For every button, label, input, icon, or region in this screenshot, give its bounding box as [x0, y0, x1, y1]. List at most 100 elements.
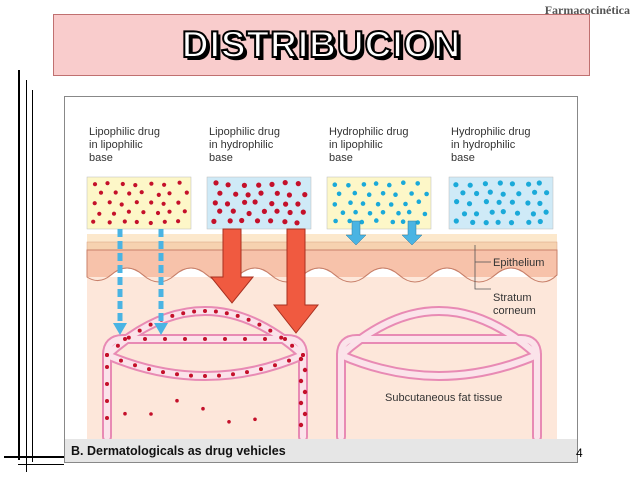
drug-dot — [352, 190, 358, 196]
vessel-dot — [217, 373, 221, 378]
drug-dot — [401, 180, 406, 185]
drug-dot — [453, 218, 459, 224]
vessel-dot — [105, 382, 109, 386]
drug-dot — [359, 219, 365, 225]
vessel-dot — [147, 367, 151, 372]
drug-dot — [105, 181, 110, 186]
drug-dot — [406, 209, 412, 215]
drug-dot — [403, 201, 408, 207]
drug-dot — [119, 202, 124, 207]
left-border-line — [18, 70, 20, 460]
drug-dot — [483, 199, 489, 205]
drug-dot — [415, 220, 421, 225]
drug-dot — [537, 200, 543, 206]
drug-dot — [474, 190, 480, 197]
vessel-dot — [213, 309, 218, 314]
drug-dot — [211, 218, 217, 224]
drug-dot — [416, 199, 422, 204]
drug-dot — [241, 182, 247, 188]
drug-dot — [500, 191, 506, 197]
vessel-dot — [298, 400, 304, 406]
vessel-dot — [123, 411, 127, 416]
drug-dot — [184, 190, 189, 195]
drug-dot — [97, 211, 102, 216]
vessel-drug-dots — [105, 309, 308, 428]
drug-dot — [537, 218, 543, 225]
drug-dot — [530, 211, 536, 217]
slide-title: DISTRIBUCION — [181, 23, 462, 66]
drug-dot — [544, 190, 550, 196]
drug-dot — [162, 219, 167, 224]
vehicle-4-line3: base — [451, 152, 475, 164]
drug-dot — [483, 220, 489, 226]
drug-dot — [111, 211, 117, 216]
header-title: Farmacocinética — [544, 3, 630, 17]
vehicle-3-line1: Hydrophilic drug — [329, 126, 408, 138]
figure-caption: B. Dermatologicals as drug vehicles — [71, 444, 286, 458]
left-border-line-2 — [26, 80, 27, 472]
drug-dot — [393, 192, 398, 197]
vessel-dot — [183, 337, 187, 341]
drug-dot — [294, 220, 300, 226]
drug-dot — [286, 192, 292, 198]
vessel-dot — [203, 309, 207, 313]
drug-dot — [148, 220, 153, 226]
stratum-label-1: Stratum — [493, 292, 532, 304]
drug-dot — [122, 219, 127, 224]
drug-dot — [98, 190, 104, 195]
blue-arrow-1 — [345, 220, 367, 246]
drug-dot — [487, 189, 493, 195]
drug-dot — [508, 220, 515, 226]
drug-dot — [256, 182, 262, 188]
drug-dot — [134, 200, 139, 205]
vessel-dot — [298, 422, 304, 428]
drug-dot — [126, 209, 131, 214]
drug-dot — [424, 191, 429, 197]
vessel-dot — [189, 373, 193, 378]
vessel-dot — [115, 343, 120, 348]
drug-dot — [346, 183, 351, 188]
vessel-dot — [192, 309, 197, 314]
red-arrow-2 — [272, 228, 320, 334]
page-number: 4 — [576, 446, 583, 460]
vessel-dot — [133, 363, 137, 368]
drug-dot — [387, 182, 392, 188]
vessel-dot — [201, 406, 205, 411]
drug-dot — [107, 220, 112, 225]
drug-dot — [155, 210, 161, 216]
vessel-dot — [137, 328, 142, 333]
drug-dot — [454, 199, 460, 205]
fat-label: Subcutaneous fat tissue — [385, 392, 502, 404]
drug-dot — [217, 190, 223, 196]
drug-dot — [360, 201, 366, 206]
drug-dot — [532, 189, 538, 195]
drug-dot — [380, 210, 386, 215]
vessel-dot — [105, 399, 109, 403]
left-border-line-3 — [32, 90, 33, 462]
drug-dot — [482, 181, 488, 187]
vehicle-1-line2: in lipophilic — [89, 139, 143, 151]
drug-dot — [332, 202, 338, 207]
drug-dot — [460, 190, 466, 196]
drug-dot — [500, 209, 506, 215]
drug-dot — [162, 182, 167, 187]
vessel-dot — [126, 335, 131, 340]
drug-dot — [509, 181, 515, 187]
drug-dot — [366, 192, 372, 197]
drug-dot — [453, 182, 459, 188]
right-vessel-inner — [338, 308, 540, 440]
vessel-dot — [273, 363, 277, 368]
drug-dot — [258, 190, 264, 196]
drug-dot — [380, 191, 386, 196]
drug-dot — [274, 208, 280, 214]
drug-dot — [149, 181, 154, 186]
drug-dot — [282, 219, 288, 225]
drug-dot — [134, 219, 139, 225]
blue-arrow-2 — [401, 220, 423, 246]
bottom-border-line — [4, 456, 64, 458]
vehicle-3-line3: base — [329, 152, 353, 164]
drug-dot — [461, 211, 468, 217]
stratum-corneum-band — [87, 234, 557, 242]
dermis-layer — [87, 277, 557, 439]
drug-dot — [141, 210, 146, 215]
